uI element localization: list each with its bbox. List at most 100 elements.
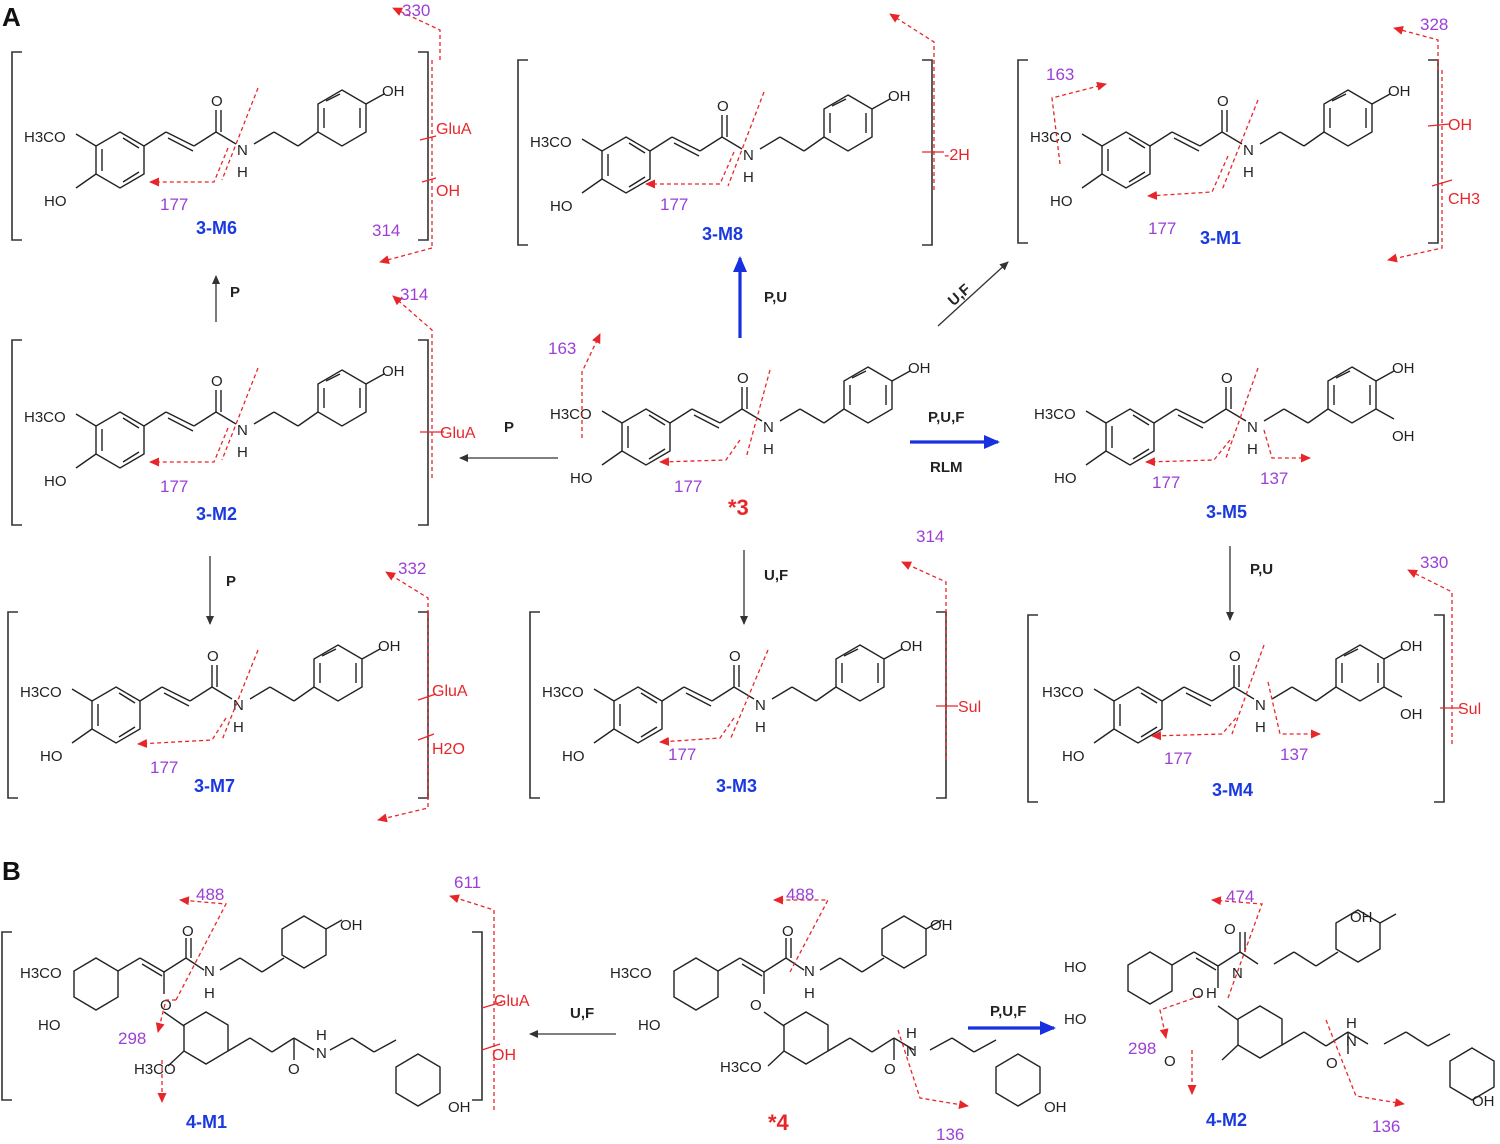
svg-text:H: H (316, 1027, 327, 1044)
svg-text:163: 163 (548, 339, 576, 358)
svg-text:136: 136 (936, 1125, 964, 1144)
svg-text:HO: HO (44, 193, 67, 210)
labels-panel-a: 3-M6 3-M8 3-M1 3-M2 *3 3-M5 3-M7 3-M3 3-… (194, 218, 1253, 800)
svg-text:H3CO: H3CO (1030, 129, 1072, 146)
svg-text:O: O (160, 997, 172, 1014)
svg-text:136: 136 (1372, 1117, 1400, 1136)
fragmentation-marks-panel-a (137, 7, 1462, 823)
svg-text:298: 298 (1128, 1039, 1156, 1058)
svg-text:611: 611 (454, 873, 481, 892)
svg-text:GluA: GluA (432, 683, 468, 700)
svg-text:O: O (729, 648, 741, 665)
svg-text:H3CO: H3CO (610, 965, 652, 982)
svg-text:OH: OH (340, 917, 363, 934)
svg-text:HO: HO (38, 1017, 61, 1034)
svg-text:314: 314 (400, 285, 428, 304)
svg-text:474: 474 (1226, 887, 1254, 906)
svg-text:O: O (884, 1061, 896, 1078)
molecule-3-m6: H3CO HO O N H OH (24, 83, 405, 210)
svg-text:137: 137 (1260, 469, 1288, 488)
molecule-parent-4: H3CO HO O N H OH O H3CO O H N OH (610, 915, 1067, 1116)
molecule-3-m2: H3CO HO O N H OH (24, 363, 405, 490)
svg-text:H: H (233, 719, 244, 736)
svg-text:P,U,F: P,U,F (990, 1003, 1026, 1020)
svg-text:OH: OH (930, 917, 953, 934)
labels-panel-b: 4-M1 *4 4-M2 (186, 1110, 1247, 1135)
label-3-m5: 3-M5 (1206, 502, 1247, 522)
svg-text:OH: OH (436, 183, 460, 200)
svg-text:OH: OH (908, 360, 931, 377)
svg-text:O: O (750, 997, 762, 1014)
modifications-panel-a: GluA OH -2H OH CH3 GluA GluA H2O Sul Sul (432, 117, 1481, 758)
svg-text:O: O (211, 373, 223, 390)
molecule-3-m7: H3CO HO O N H OH (20, 638, 401, 765)
svg-text:-2H: -2H (944, 147, 970, 164)
svg-text:O: O (1192, 985, 1204, 1002)
svg-text:OH: OH (1388, 83, 1411, 100)
svg-text:H: H (237, 164, 248, 181)
label-4-m2: 4-M2 (1206, 1110, 1247, 1130)
svg-text:OH: OH (1400, 638, 1423, 655)
svg-text:298: 298 (118, 1029, 146, 1048)
svg-text:OH: OH (1392, 428, 1415, 445)
svg-text:U,F: U,F (570, 1005, 594, 1022)
svg-text:OH: OH (1392, 360, 1415, 377)
svg-text:H3CO: H3CO (20, 684, 62, 701)
svg-text:O: O (782, 923, 794, 940)
svg-text:OH: OH (1448, 117, 1472, 134)
svg-text:OH: OH (382, 83, 405, 100)
molecule-3-m4: H3CO HO O N H OH OH (1042, 638, 1423, 765)
svg-text:P,U: P,U (764, 289, 787, 306)
svg-text:H: H (1346, 1015, 1357, 1032)
svg-text:H3CO: H3CO (20, 965, 62, 982)
svg-text:177: 177 (1148, 219, 1176, 238)
svg-text:O: O (211, 93, 223, 110)
svg-text:H3CO: H3CO (1042, 684, 1084, 701)
svg-text:H3CO: H3CO (720, 1059, 762, 1076)
svg-text:N: N (316, 1045, 327, 1062)
svg-text:CH3: CH3 (1448, 191, 1480, 208)
label-3-m1: 3-M1 (1200, 228, 1241, 248)
svg-text:OH: OH (1044, 1099, 1067, 1116)
brackets-panel-a (7, 51, 1445, 803)
svg-text:Sul: Sul (958, 699, 981, 716)
svg-text:O: O (1224, 921, 1236, 938)
svg-text:H3CO: H3CO (550, 406, 592, 423)
conditions-panel-b: U,F P,U,F (570, 1003, 1026, 1022)
svg-text:177: 177 (1164, 749, 1192, 768)
svg-text:177: 177 (1152, 473, 1180, 492)
svg-text:488: 488 (196, 885, 224, 904)
svg-text:O: O (717, 98, 729, 115)
molecule-3-m1: H3CO HO O N H OH (1030, 83, 1411, 210)
svg-text:O: O (737, 370, 749, 387)
label-3-m6: 3-M6 (196, 218, 237, 238)
svg-text:O: O (182, 923, 194, 940)
svg-text:N: N (237, 422, 248, 439)
svg-text:N: N (1255, 697, 1266, 714)
svg-text:HO: HO (1062, 748, 1085, 765)
svg-text:OH: OH (1472, 1093, 1495, 1110)
svg-text:314: 314 (916, 527, 944, 546)
svg-text:H3CO: H3CO (1034, 406, 1076, 423)
svg-text:O: O (1164, 1053, 1176, 1070)
svg-text:H3CO: H3CO (24, 129, 66, 146)
label-3-m8: 3-M8 (702, 224, 743, 244)
svg-text:N: N (755, 697, 766, 714)
svg-text:P,U,F: P,U,F (928, 409, 964, 426)
modifications-panel-b: GluA OH (492, 993, 530, 1064)
fragment-mz-panel-a: 177 330 314 177 177 163 328 177 314 163 … (150, 1, 1448, 777)
svg-text:H: H (237, 444, 248, 461)
label-3-m2: 3-M2 (196, 504, 237, 524)
svg-text:HO: HO (44, 473, 67, 490)
svg-text:N: N (1243, 142, 1254, 159)
svg-text:177: 177 (160, 477, 188, 496)
fragment-mz-panel-b: 488 298 611 488 136 474 298 136 (118, 873, 1400, 1144)
label-3-m4: 3-M4 (1212, 780, 1253, 800)
svg-text:OH: OH (382, 363, 405, 380)
svg-text:H: H (755, 719, 766, 736)
svg-text:330: 330 (402, 1, 430, 20)
svg-text:GluA: GluA (436, 121, 472, 138)
molecule-4-m1: H3CO HO O N H OH O H3CO O H N OH (20, 915, 471, 1116)
